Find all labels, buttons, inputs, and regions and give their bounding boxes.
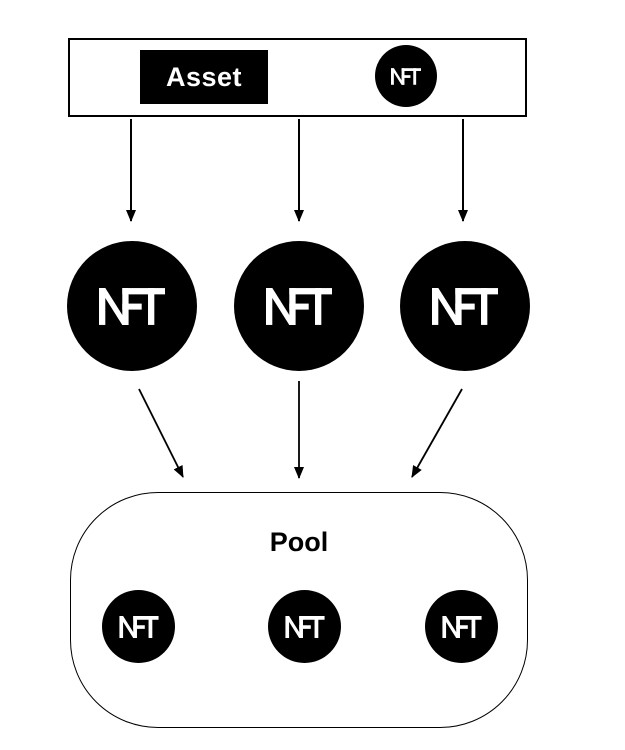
nft-logo-icon	[442, 616, 482, 638]
asset-node: Asset	[140, 50, 268, 104]
nft-logo-icon	[119, 616, 159, 638]
nft-logo-icon	[285, 616, 325, 638]
nft-logo-icon	[391, 68, 421, 85]
pool-nft-middle	[268, 590, 341, 663]
nft-logo-icon	[432, 288, 498, 325]
nft-logo-icon	[99, 288, 165, 325]
pool-nft-right	[425, 590, 498, 663]
nft-logo-icon	[266, 288, 332, 325]
minted-nft-node	[375, 45, 437, 107]
nft-node-left	[67, 241, 197, 371]
arrow-nft-left-to-pool	[138, 388, 184, 478]
nft-node-right	[400, 241, 530, 371]
pool-container: Pool	[70, 492, 528, 728]
nft-node-middle	[234, 241, 364, 371]
mint-box: Asset	[68, 38, 527, 117]
asset-label: Asset	[165, 61, 243, 92]
pool-label: Pool	[269, 527, 329, 557]
arrow-nft-right-to-pool	[411, 388, 463, 478]
pool-nft-left	[102, 590, 175, 663]
